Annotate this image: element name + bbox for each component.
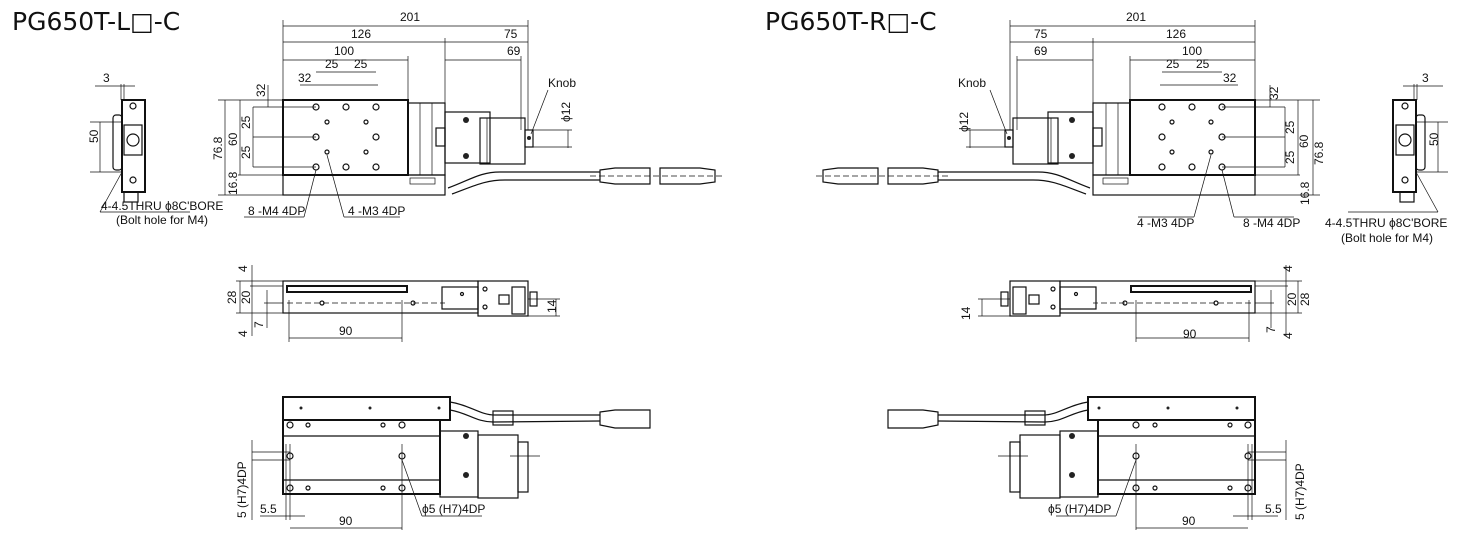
knob-label: Knob <box>548 76 576 90</box>
bolt-label: 4-4.5THRU ϕ8C'BORE <box>1325 216 1447 230</box>
dim-v-32: 32 <box>254 83 268 97</box>
dim-5-5: 5.5 <box>260 502 277 516</box>
side-dim-7: 7 <box>252 321 266 328</box>
dim-201: 201 <box>1126 10 1146 24</box>
dim-100: 100 <box>1182 44 1202 58</box>
dim-v-76-8: 76.8 <box>211 136 225 160</box>
side-dim-28: 28 <box>225 290 239 304</box>
dim-v-25b: 25 <box>239 145 253 159</box>
side-dim-4-bottom: 4 <box>1281 332 1295 339</box>
dim-v-16-8: 16.8 <box>1298 181 1312 205</box>
right-variant-drawing <box>812 19 1449 531</box>
dim-v-60: 60 <box>226 132 240 146</box>
m3-label: 4 -M3 4DP <box>1137 216 1194 230</box>
bottom-dim-90: 90 <box>1182 514 1196 528</box>
end-dim-50: 50 <box>1427 132 1441 146</box>
dim-25a: 25 <box>325 57 339 71</box>
side-dim-20: 20 <box>239 290 253 304</box>
bolt-note: (Bolt hole for M4) <box>1341 231 1433 245</box>
left-title: PG650T-L□-C <box>12 7 180 36</box>
pin-label-vertical: 5 (H7)4DP <box>1293 463 1307 520</box>
m3-label: 4 -M3 4DP <box>348 204 405 218</box>
dim-25b: 25 <box>354 57 368 71</box>
knob-dia: ϕ12 <box>559 102 573 122</box>
dim-25b: 25 <box>1196 57 1210 71</box>
side-dim-14: 14 <box>959 306 973 320</box>
bottom-dim-90: 90 <box>339 514 353 528</box>
knob-dia: ϕ12 <box>957 112 971 132</box>
side-dim-28: 28 <box>1298 292 1312 306</box>
dim-126: 126 <box>1166 27 1186 41</box>
dim-100: 100 <box>334 44 354 58</box>
side-dim-90: 90 <box>1183 327 1197 341</box>
dim-75: 75 <box>1034 27 1048 41</box>
side-dim-14: 14 <box>545 299 559 313</box>
side-dim-4-top: 4 <box>1281 265 1295 272</box>
dim-5-5: 5.5 <box>1265 502 1282 516</box>
end-dim-3: 3 <box>103 71 110 85</box>
m4-label: 8 -M4 4DP <box>248 204 305 218</box>
pin-label-vertical: 5 (H7)4DP <box>235 461 249 518</box>
dim-v-32: 32 <box>1267 86 1281 100</box>
dim-v-25a: 25 <box>1283 120 1297 134</box>
dim-32: 32 <box>1223 71 1237 85</box>
pin-label: ϕ5 (H7)4DP <box>422 502 485 516</box>
dim-v-25b: 25 <box>1283 150 1297 164</box>
side-dim-7: 7 <box>1264 326 1278 333</box>
side-dim-4-top: 4 <box>236 265 250 272</box>
dim-v-76-8: 76.8 <box>1312 141 1326 165</box>
dim-75: 75 <box>504 27 518 41</box>
bolt-label: 4-4.5THRU ϕ8C'BORE <box>101 199 223 213</box>
m4-label: 8 -M4 4DP <box>1243 216 1300 230</box>
pin-label: ϕ5 (H7)4DP <box>1048 502 1111 516</box>
end-dim-3: 3 <box>1422 71 1429 85</box>
right-title: PG650T-R□-C <box>765 7 937 36</box>
side-dim-4-bottom: 4 <box>236 330 250 337</box>
dim-v-60: 60 <box>1297 134 1311 148</box>
bolt-note: (Bolt hole for M4) <box>116 213 208 227</box>
left-variant-labels: PG650T-L□-C 201 126 75 100 69 25 25 32 K… <box>12 7 576 528</box>
knob-label: Knob <box>958 76 986 90</box>
side-dim-20: 20 <box>1285 292 1299 306</box>
side-dim-90: 90 <box>339 324 353 338</box>
right-variant-labels: PG650T-R□-C 201 75 126 69 100 25 25 32 K… <box>765 7 1447 528</box>
dim-201: 201 <box>400 10 420 24</box>
dim-126: 126 <box>351 27 371 41</box>
dim-69: 69 <box>1034 44 1048 58</box>
dim-32: 32 <box>298 71 312 85</box>
dim-v-16-8: 16.8 <box>226 171 240 195</box>
left-variant-drawing <box>89 19 726 531</box>
dim-v-25a: 25 <box>239 115 253 129</box>
dim-69: 69 <box>507 44 521 58</box>
dim-25a: 25 <box>1166 57 1180 71</box>
end-dim-50: 50 <box>87 129 101 143</box>
